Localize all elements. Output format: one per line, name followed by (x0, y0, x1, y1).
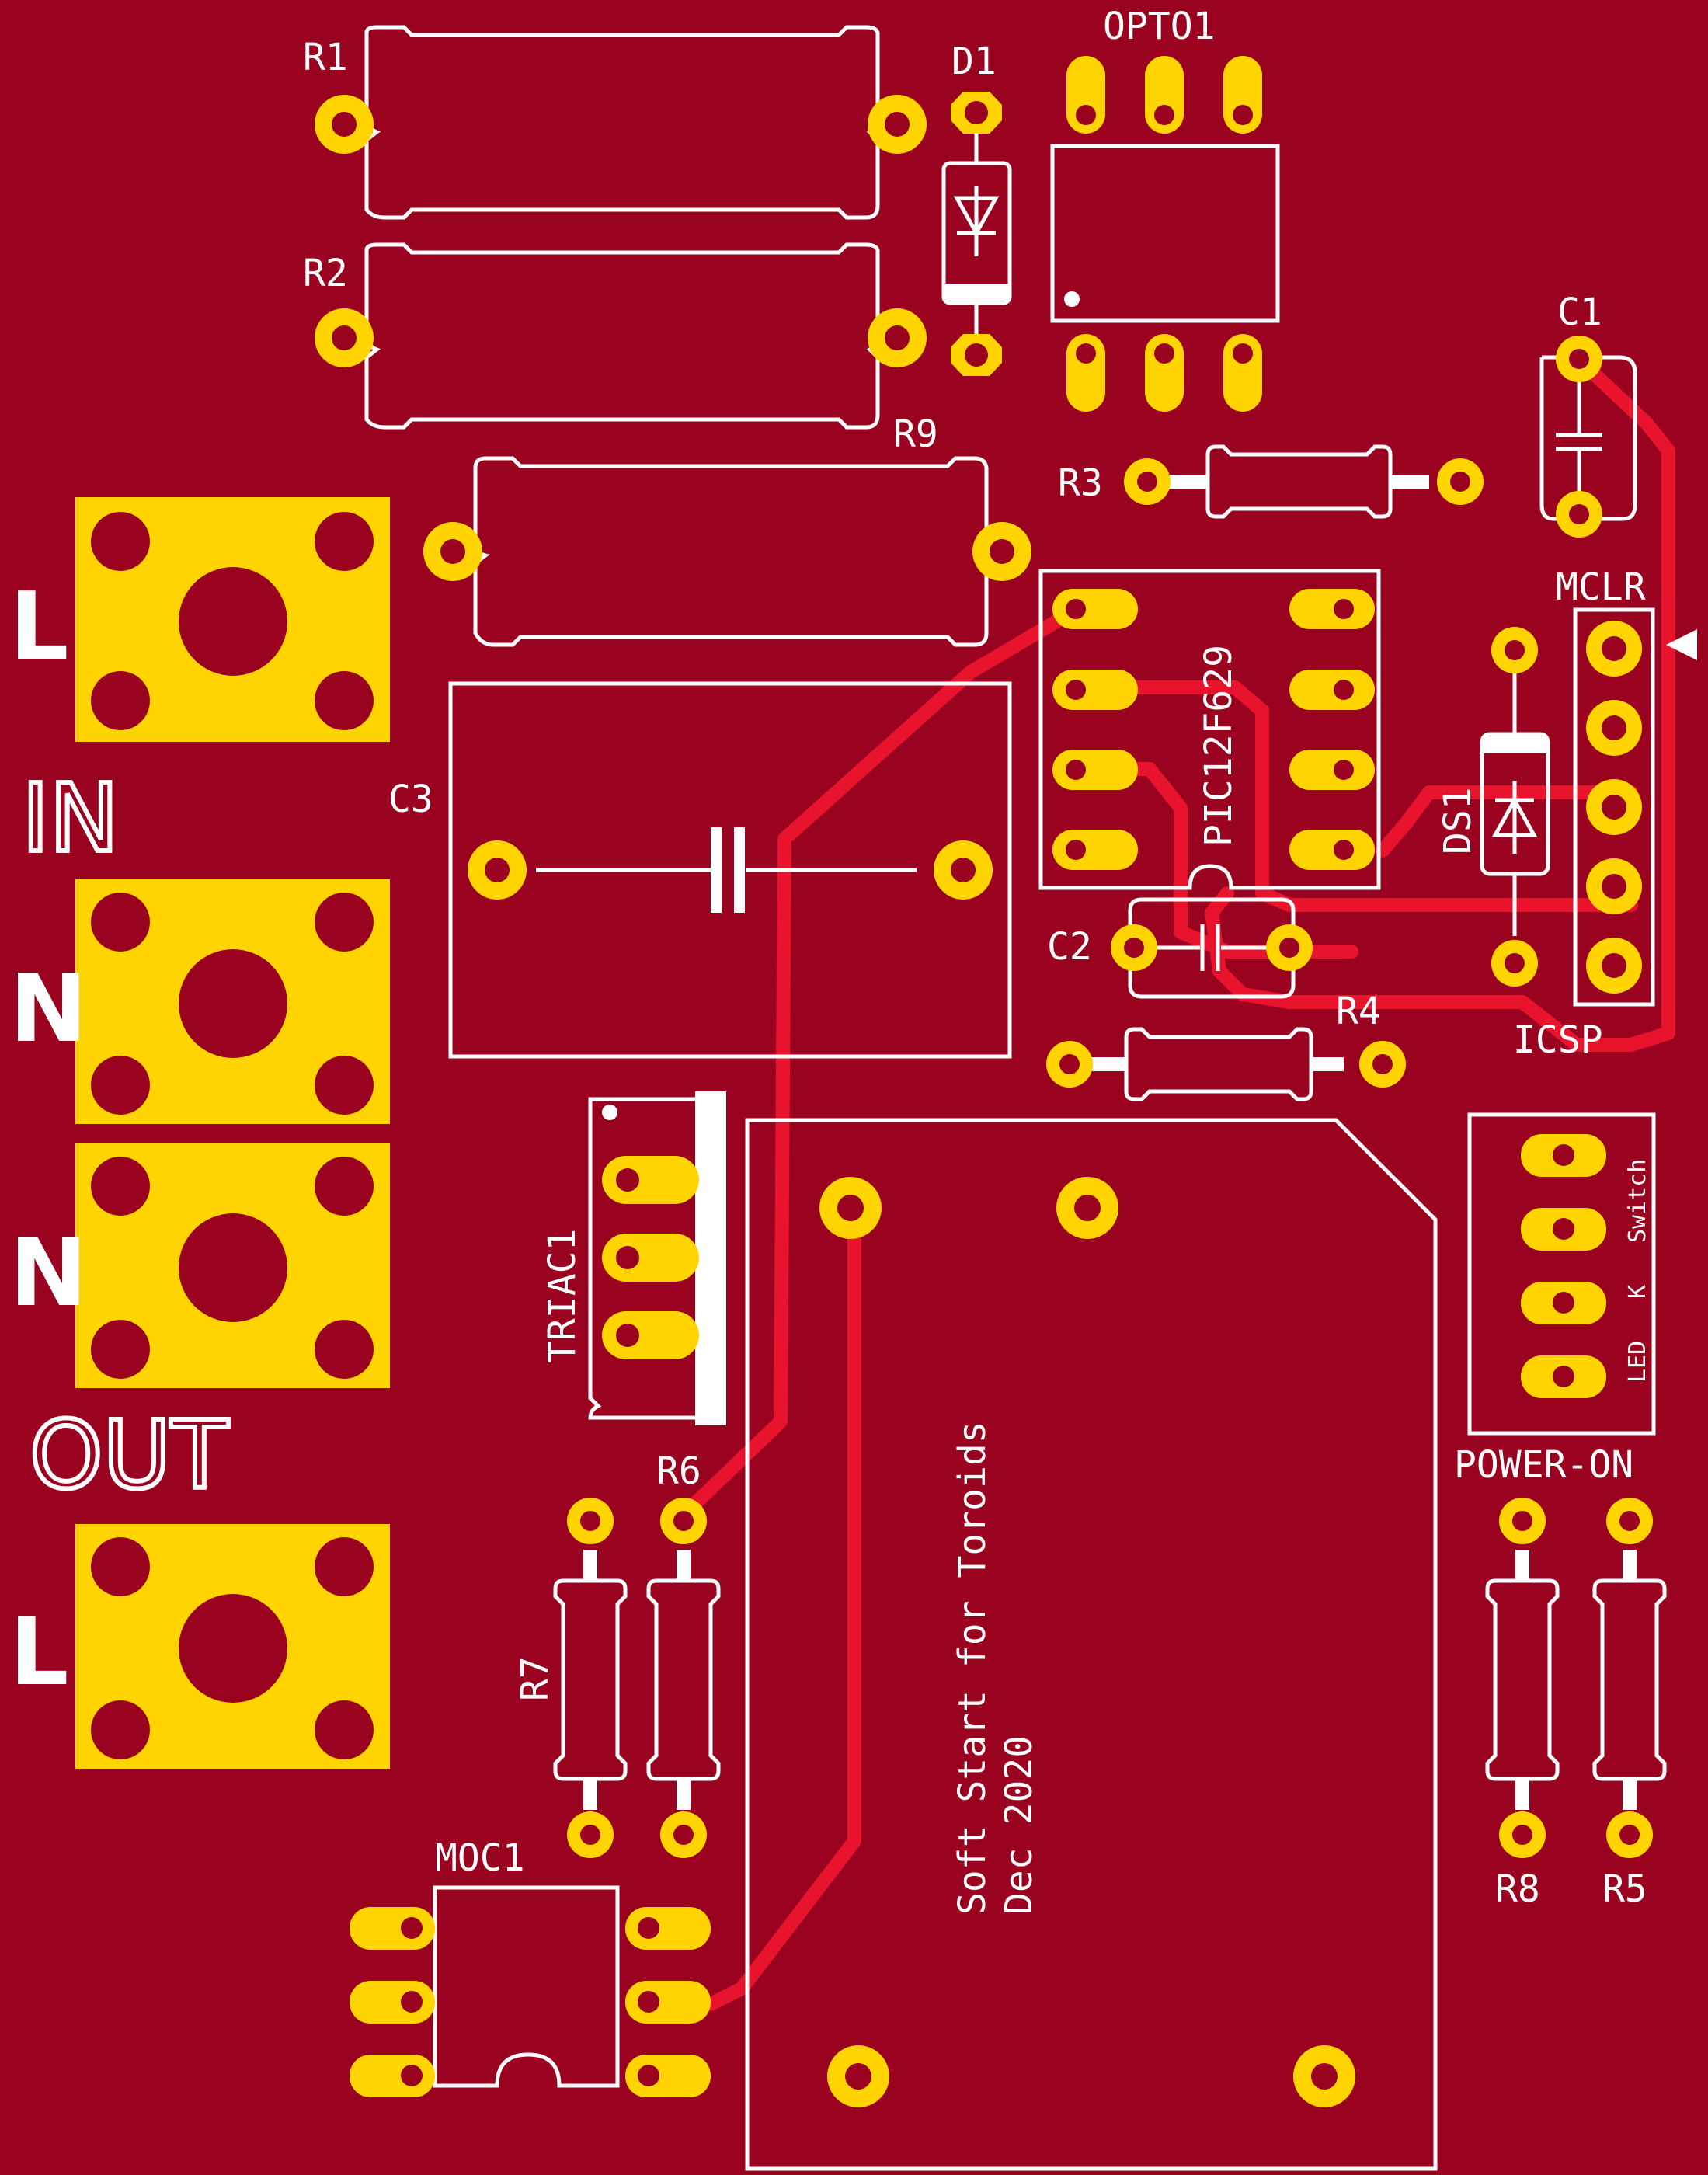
label-r7: R7 (513, 1656, 557, 1701)
label-l-bottom: L (9, 1599, 68, 1707)
resistor-r4: R4 (1046, 990, 1406, 1101)
capacitor-c1: C1 (1539, 291, 1637, 538)
header-icsp: MCLR ICSP (1513, 566, 1697, 1062)
label-r9: R9 (893, 412, 938, 456)
resistor-r3: R3 (1058, 444, 1484, 519)
diode-d1: D1 (941, 40, 1012, 376)
triac-triac1: TRIAC1 (541, 1091, 726, 1425)
label-r6: R6 (656, 1449, 701, 1493)
resistor-r7: R7 (513, 1498, 628, 1858)
label-r5: R5 (1602, 1867, 1647, 1911)
label-c3: C3 (388, 778, 433, 821)
terminal-block-l-out (75, 1524, 390, 1769)
label-c2: C2 (1047, 925, 1092, 969)
resistor-r1: R1 (303, 25, 927, 220)
board-title-line2: Dec 2020 (997, 1735, 1041, 1915)
optotriac-moc1: MOC1 (350, 1836, 711, 2097)
optocoupler-opto1: OPTO1 (1050, 5, 1280, 412)
capacitor-c2: C2 (1047, 897, 1313, 999)
label-triac1: TRIAC1 (541, 1229, 584, 1363)
label-l-top: L (9, 573, 68, 681)
label-power-on: POWER-ON (1454, 1443, 1633, 1487)
label-r4: R4 (1336, 990, 1381, 1033)
trace-bridge-moc1 (704, 1193, 861, 2011)
terminal-block-l-in (75, 497, 390, 742)
trace-ds1-icsp (1376, 785, 1638, 858)
label-r3: R3 (1058, 461, 1103, 505)
resistor-r9: R9 (423, 412, 1031, 647)
label-r8: R8 (1495, 1867, 1540, 1911)
resistor-r5: R5 (1592, 1498, 1667, 1911)
label-opto1: OPTO1 (1103, 5, 1216, 48)
label-led: LED (1624, 1341, 1651, 1383)
label-in: IN (22, 765, 119, 873)
label-r1: R1 (303, 36, 348, 79)
pin1-marker-icon (1666, 629, 1697, 660)
label-n-bottom: N (9, 1220, 87, 1328)
trace-ic-c2 (1111, 762, 1358, 959)
label-mclr: MCLR (1556, 566, 1646, 609)
terminal-block-n-out (75, 1143, 390, 1388)
ic-pic12f629: PIC12F629 (1038, 569, 1381, 890)
label-icsp: ICSP (1513, 1018, 1603, 1062)
bridge-footprint: Soft Start for Toroids Dec 2020 (745, 1118, 1438, 2171)
label-pic12f629: PIC12F629 (1197, 645, 1240, 847)
label-out: OUT (30, 1402, 228, 1510)
board-title-line1: Soft Start for Toroids (951, 1421, 994, 1915)
label-switch: Switch (1624, 1159, 1651, 1243)
label-ds1: DS1 (1436, 787, 1480, 854)
label-k: K (1624, 1285, 1651, 1299)
label-r2: R2 (303, 252, 348, 295)
label-n-top: N (9, 955, 87, 1063)
label-moc1: MOC1 (435, 1836, 525, 1880)
terminal-block-n-in (75, 879, 390, 1124)
resistor-r2: R2 (303, 242, 927, 430)
resistor-r8: R8 (1485, 1498, 1560, 1911)
connector-power-on: Switch K LED POWER-ON (1454, 1112, 1656, 1487)
capacitor-c3: C3 (388, 681, 1012, 1059)
label-d1: D1 (951, 40, 997, 83)
diode-ds1: DS1 (1436, 627, 1550, 987)
trace-ic-icsp (1111, 680, 1638, 912)
resistor-r6: R6 (646, 1449, 721, 1858)
label-c1: C1 (1557, 291, 1602, 334)
